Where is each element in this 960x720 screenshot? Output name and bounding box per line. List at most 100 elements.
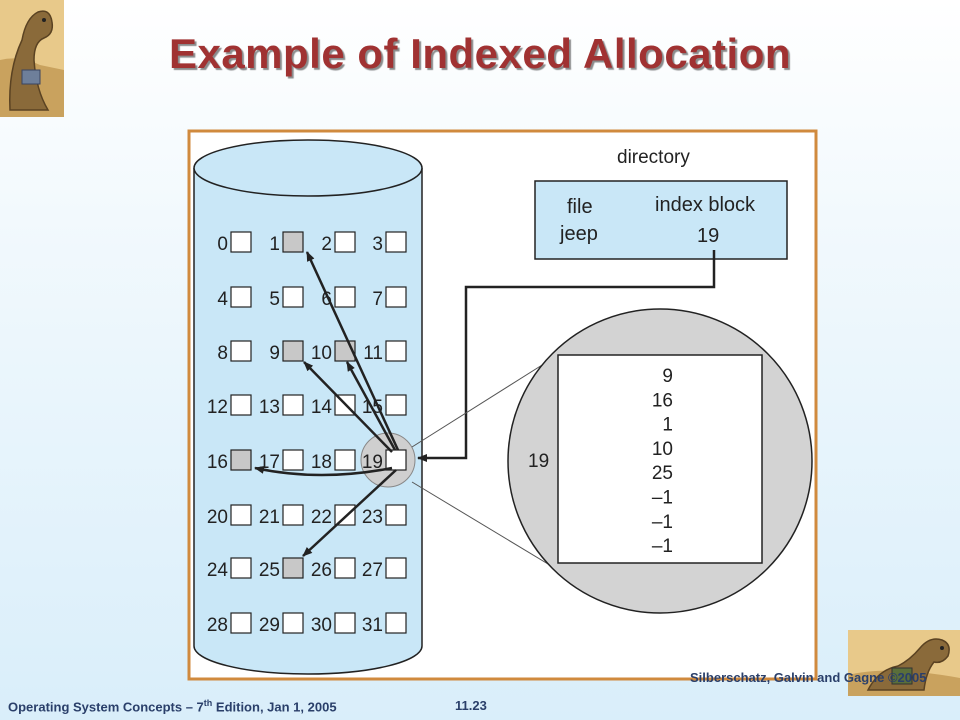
- block-cell: [385, 340, 407, 362]
- block-number: 31: [362, 615, 383, 636]
- block-cell: [230, 286, 252, 308]
- block-number: 9: [269, 343, 280, 364]
- block-number: 24: [207, 560, 229, 581]
- directory-to-block-connector: [417, 250, 716, 462]
- footer-course: Operating System Concepts – 7th Edition,…: [8, 698, 337, 715]
- dinosaur-logo-top: [0, 0, 64, 117]
- block-cell: [385, 449, 407, 471]
- block-cell: [230, 449, 252, 471]
- index-entry: –1: [652, 512, 673, 533]
- index-entry: 25: [652, 463, 673, 484]
- disk-block: 4: [217, 286, 252, 310]
- block-cell: [282, 286, 304, 308]
- disk-block: 28: [207, 612, 252, 636]
- block-number: 13: [259, 397, 280, 418]
- block-cell: [334, 612, 356, 634]
- disk-block: 22: [311, 504, 356, 528]
- block-number: 30: [311, 615, 332, 636]
- block-cell: [282, 340, 304, 362]
- disk-block: 8: [217, 340, 252, 364]
- block-number: 19: [362, 452, 383, 473]
- zoom-label: 19: [528, 451, 549, 472]
- block-cell: [230, 394, 252, 416]
- block-number: 27: [362, 560, 383, 581]
- index-pointers: [254, 251, 400, 557]
- block-number: 23: [362, 507, 383, 528]
- disk-block: 20: [207, 504, 252, 528]
- disk-block: 0: [217, 231, 252, 255]
- disk-block: 5: [269, 286, 304, 310]
- block-cell: [282, 231, 304, 253]
- footer-page-number: 11.23: [455, 698, 487, 713]
- pointer-to-block-1: [305, 251, 400, 451]
- block-cell: [385, 286, 407, 308]
- block-cell: [385, 394, 407, 416]
- disk-block: 9: [269, 340, 304, 364]
- index-entry: –1: [652, 536, 673, 557]
- block-number: 1: [269, 234, 280, 255]
- block-number: 2: [321, 234, 332, 255]
- block-number: 12: [207, 397, 228, 418]
- block-cell: [282, 557, 304, 579]
- disk-block: 30: [311, 612, 356, 636]
- block-number: 18: [311, 452, 332, 473]
- disk-block: 18: [311, 449, 356, 473]
- block-number: 3: [372, 234, 383, 255]
- block-number: 10: [311, 343, 332, 364]
- directory-table: [534, 180, 788, 260]
- index-entry: 16: [652, 390, 673, 411]
- disk-block: 12: [207, 394, 252, 418]
- disk-block: 11: [363, 340, 407, 364]
- block-cell: [282, 449, 304, 471]
- disk-block: 16: [207, 449, 252, 473]
- disk-block: 2: [321, 231, 356, 255]
- disk-block: 1: [269, 231, 304, 255]
- block-cell: [230, 340, 252, 362]
- disk-block: 27: [362, 557, 407, 581]
- block-cell: [385, 557, 407, 579]
- disk-block: 3: [372, 231, 407, 255]
- block-cell: [334, 504, 356, 526]
- block-number: 11: [363, 343, 383, 364]
- block-number: 7: [372, 289, 383, 310]
- block-number: 16: [207, 452, 228, 473]
- disk-block: 23: [362, 504, 407, 528]
- block-cell: [334, 449, 356, 471]
- block-number: 22: [311, 507, 332, 528]
- disk-block: 21: [259, 504, 304, 528]
- block-cell: [334, 286, 356, 308]
- block-cell: [385, 612, 407, 634]
- file-name-jeep: jeep: [559, 223, 598, 245]
- block-number: 6: [321, 289, 332, 310]
- index-entry: –1: [652, 488, 673, 509]
- block-cell: [334, 557, 356, 579]
- block-number: 20: [207, 507, 228, 528]
- dinosaur-logo-bottom: [848, 630, 960, 696]
- disk-block: 26: [311, 557, 356, 581]
- block-number: 29: [259, 615, 280, 636]
- zoom-line-top: [411, 354, 559, 448]
- block-cell: [230, 612, 252, 634]
- block-cell: [282, 504, 304, 526]
- index-block-value: 19: [697, 225, 719, 247]
- footer-copyright: Silberschatz, Galvin and Gagne ©2005: [690, 670, 927, 685]
- disk-block: 29: [259, 612, 304, 636]
- pointer-to-block-25: [302, 469, 397, 557]
- block-cell: [385, 231, 407, 253]
- pointer-to-block-16: [254, 465, 393, 477]
- slide-title: Example of Indexed Allocation: [168, 30, 792, 77]
- block-number: 5: [269, 289, 280, 310]
- disk-block: 7: [372, 286, 407, 310]
- disk-block: 31: [362, 612, 407, 636]
- disk-block: 25: [259, 557, 304, 581]
- index-block-table: [557, 354, 763, 564]
- block-number: 28: [207, 615, 228, 636]
- pointer-to-block-9: [303, 361, 393, 453]
- disk-block: 13: [259, 394, 304, 418]
- block-number: 21: [259, 507, 280, 528]
- block-cell: [282, 394, 304, 416]
- index-entry: 9: [662, 366, 673, 387]
- block-number: 25: [259, 560, 280, 581]
